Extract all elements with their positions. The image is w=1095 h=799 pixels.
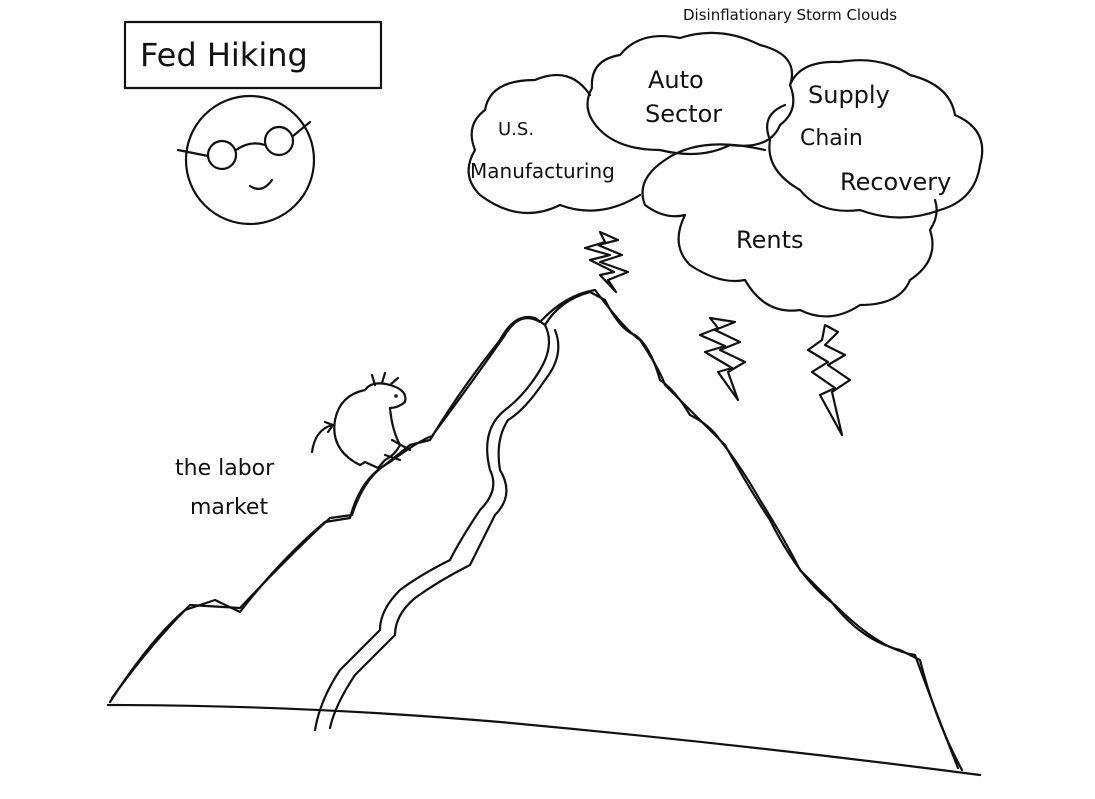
mountain: [106, 288, 982, 777]
svg-text:Auto: Auto: [648, 66, 704, 94]
cloud-auto-sector: Auto Sector: [586, 31, 795, 156]
fed-face-icon: [176, 94, 316, 226]
labor-market-animal-icon: [333, 371, 412, 470]
fed-hiking-label: Fed Hiking: [123, 20, 383, 90]
fed-hiking-text: Fed Hiking: [140, 36, 308, 74]
svg-text:Recovery: Recovery: [840, 168, 951, 196]
cloud-supply-chain: Supply Chain Recovery: [766, 59, 984, 219]
svg-text:Supply: Supply: [808, 81, 890, 109]
lightning-icon: [806, 323, 852, 437]
svg-text:Chain: Chain: [800, 126, 863, 151]
lightning-icon: [698, 316, 747, 402]
lightning-icon: [583, 230, 630, 294]
svg-text:Rents: Rents: [736, 226, 804, 254]
svg-text:Sector: Sector: [645, 100, 722, 128]
labor-label-line2: market: [190, 495, 268, 520]
cloud-manufacturing: U.S. Manufacturing: [467, 73, 642, 215]
labor-label-line1: the labor: [175, 456, 275, 481]
svg-text:Manufacturing: Manufacturing: [470, 159, 615, 183]
cloud-rents: Rents: [641, 143, 938, 318]
clouds-title: Disinflationary Storm Clouds: [683, 6, 897, 24]
river: [313, 323, 560, 732]
arrow-icon: [310, 420, 335, 454]
svg-text:U.S.: U.S.: [498, 119, 534, 140]
